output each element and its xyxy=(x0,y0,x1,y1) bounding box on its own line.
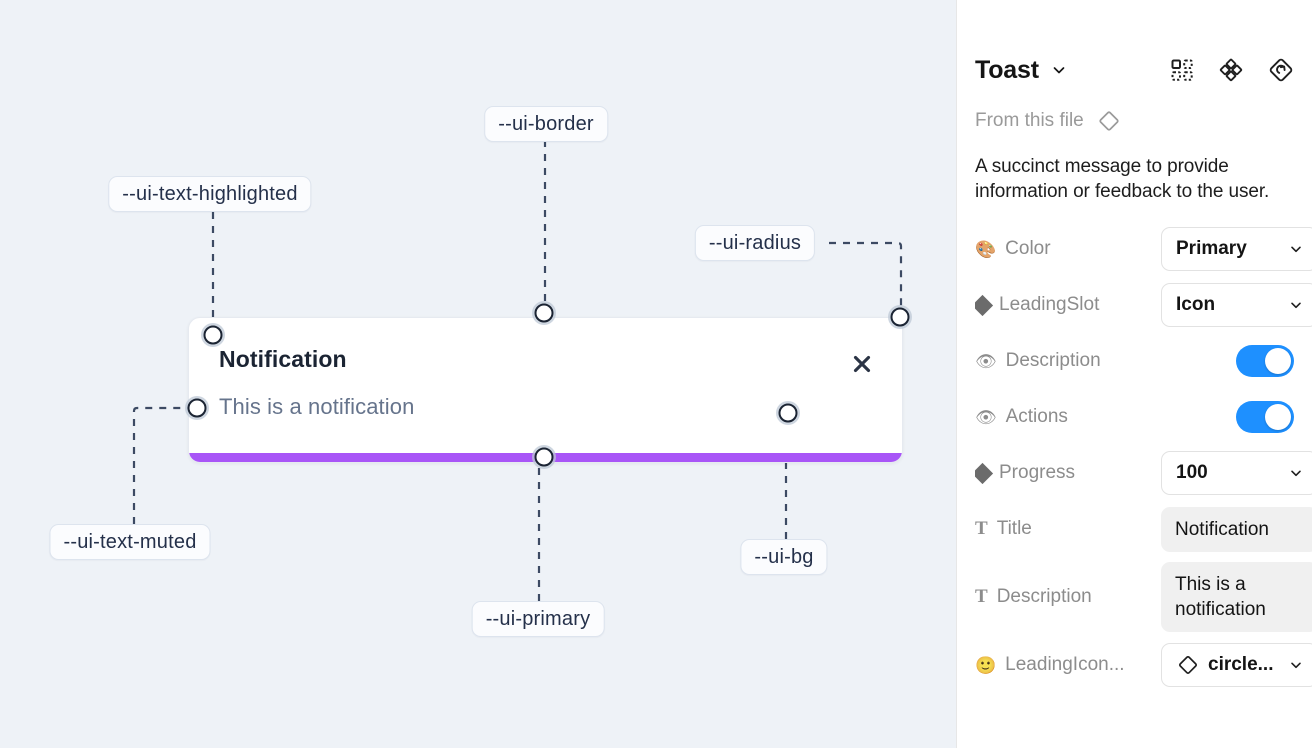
progress-select-value: 100 xyxy=(1176,462,1208,483)
property-row-color: 🎨 Color Primary xyxy=(975,226,1312,272)
property-label-description-toggle: 👁 Description xyxy=(975,350,1161,372)
property-control-progress: 100 xyxy=(1161,451,1312,495)
text-type-icon: T xyxy=(975,518,988,539)
chevron-down-icon[interactable] xyxy=(1051,62,1067,78)
toast-title: Notification xyxy=(219,346,347,372)
property-label-actions-toggle: 👁 Actions xyxy=(975,406,1161,428)
property-row-leadingslot: LeadingSlot Icon xyxy=(975,282,1312,328)
title-input[interactable]: Notification xyxy=(1161,506,1312,552)
property-row-description-toggle: 👁 Description xyxy=(975,338,1294,384)
property-row-title: T Title Notification xyxy=(975,506,1312,552)
toggle-knob xyxy=(1265,348,1291,374)
property-row-actions-toggle: 👁 Actions xyxy=(975,394,1294,440)
property-control-color: Primary xyxy=(1161,227,1312,271)
token-chip-ui-border[interactable]: --ui-border xyxy=(484,106,608,142)
leadingicon-select[interactable]: circle... xyxy=(1161,643,1312,687)
reset-diamond-icon[interactable] xyxy=(1268,57,1294,83)
diamond-icon xyxy=(975,462,994,484)
property-control-title: Notification xyxy=(1161,506,1312,552)
panel-header: Toast xyxy=(975,44,1294,96)
property-label-color: 🎨 Color xyxy=(975,238,1161,260)
leadingslot-select[interactable]: Icon xyxy=(1161,283,1312,327)
property-label-title: T Title xyxy=(975,518,1161,540)
token-chip-ui-text-highlighted[interactable]: --ui-text-highlighted xyxy=(108,176,312,212)
toggle-knob xyxy=(1265,404,1291,430)
token-chip-ui-radius[interactable]: --ui-radius xyxy=(694,225,816,261)
chevron-down-icon xyxy=(1289,658,1303,672)
token-chip-ui-primary[interactable]: --ui-primary xyxy=(471,601,605,637)
text-type-icon: T xyxy=(975,586,988,607)
description-input[interactable]: This is a notification xyxy=(1161,562,1312,632)
properties-panel: Toast xyxy=(956,0,1312,748)
chevron-down-icon xyxy=(1289,466,1303,480)
color-select-value: Primary xyxy=(1176,238,1247,259)
property-label-text: LeadingSlot xyxy=(999,294,1100,315)
panel-header-icons xyxy=(1170,57,1294,83)
close-x-icon[interactable] xyxy=(848,350,876,378)
from-this-file-row[interactable]: From this file xyxy=(975,108,1294,134)
leadingslot-select-value: Icon xyxy=(1176,294,1216,315)
anchor-ui-text-muted[interactable] xyxy=(187,398,207,418)
description-toggle[interactable] xyxy=(1236,345,1294,377)
design-canvas[interactable]: Notification This is a notification --ui… xyxy=(0,0,956,748)
variants-diamond-cluster-icon[interactable] xyxy=(1218,57,1244,83)
property-label-description-text: T Description xyxy=(975,586,1161,608)
property-label-leadingslot: LeadingSlot xyxy=(975,294,1161,316)
property-control-description-toggle xyxy=(1236,345,1294,377)
anchor-ui-radius[interactable] xyxy=(890,307,910,327)
property-label-text: LeadingIcon... xyxy=(1005,654,1125,675)
token-chip-ui-bg[interactable]: --ui-bg xyxy=(740,539,828,575)
property-label-text: Actions xyxy=(1005,406,1068,427)
property-control-leadingslot: Icon xyxy=(1161,283,1312,327)
toast-description: This is a notification xyxy=(219,394,415,419)
property-label-text: Color xyxy=(1005,238,1051,259)
property-label-progress: Progress xyxy=(975,462,1161,484)
property-label-text: Description xyxy=(1005,350,1101,371)
eye-emoji-icon: 👁 xyxy=(975,351,997,371)
property-row-description-text: T Description This is a notification xyxy=(975,562,1312,632)
diamond-outline-icon xyxy=(1096,108,1122,134)
color-select[interactable]: Primary xyxy=(1161,227,1312,271)
chevron-down-icon xyxy=(1289,242,1303,256)
diamond-icon xyxy=(975,294,994,316)
property-control-description-text: This is a notification xyxy=(1161,562,1312,632)
property-row-progress: Progress 100 xyxy=(975,450,1312,496)
palette-emoji-icon: 🎨 xyxy=(975,239,997,259)
property-list: 🎨 Color Primary LeadingSlot xyxy=(975,226,1312,688)
token-chip-ui-text-muted[interactable]: --ui-text-muted xyxy=(49,524,211,560)
leadingicon-select-value: circle... xyxy=(1208,654,1274,675)
from-this-file-label: From this file xyxy=(975,110,1084,131)
component-grid-icon[interactable] xyxy=(1170,58,1194,82)
property-label-leadingicon: 🙂 LeadingIcon... xyxy=(975,654,1161,676)
panel-title: Toast xyxy=(975,55,1039,84)
property-label-text: Title xyxy=(996,518,1032,539)
anchor-ui-primary[interactable] xyxy=(534,447,554,467)
property-label-text: Progress xyxy=(999,462,1076,483)
chevron-down-icon xyxy=(1289,298,1303,312)
diamond-outline-icon xyxy=(1176,653,1200,677)
eye-emoji-icon: 👁 xyxy=(975,407,997,427)
anchor-ui-border[interactable] xyxy=(534,303,554,323)
smiley-emoji-icon: 🙂 xyxy=(975,655,997,675)
actions-toggle[interactable] xyxy=(1236,401,1294,433)
component-description: A succinct message to provide informatio… xyxy=(975,156,1270,202)
property-control-leadingicon: circle... xyxy=(1161,643,1312,687)
property-label-text: Description xyxy=(996,586,1092,607)
anchor-ui-text-highlighted[interactable] xyxy=(203,325,223,345)
property-control-actions-toggle xyxy=(1236,401,1294,433)
anchor-ui-bg[interactable] xyxy=(778,403,798,423)
property-row-leadingicon: 🙂 LeadingIcon... circle... xyxy=(975,642,1312,688)
toast-preview-card[interactable]: Notification This is a notification xyxy=(188,317,903,463)
progress-select[interactable]: 100 xyxy=(1161,451,1312,495)
